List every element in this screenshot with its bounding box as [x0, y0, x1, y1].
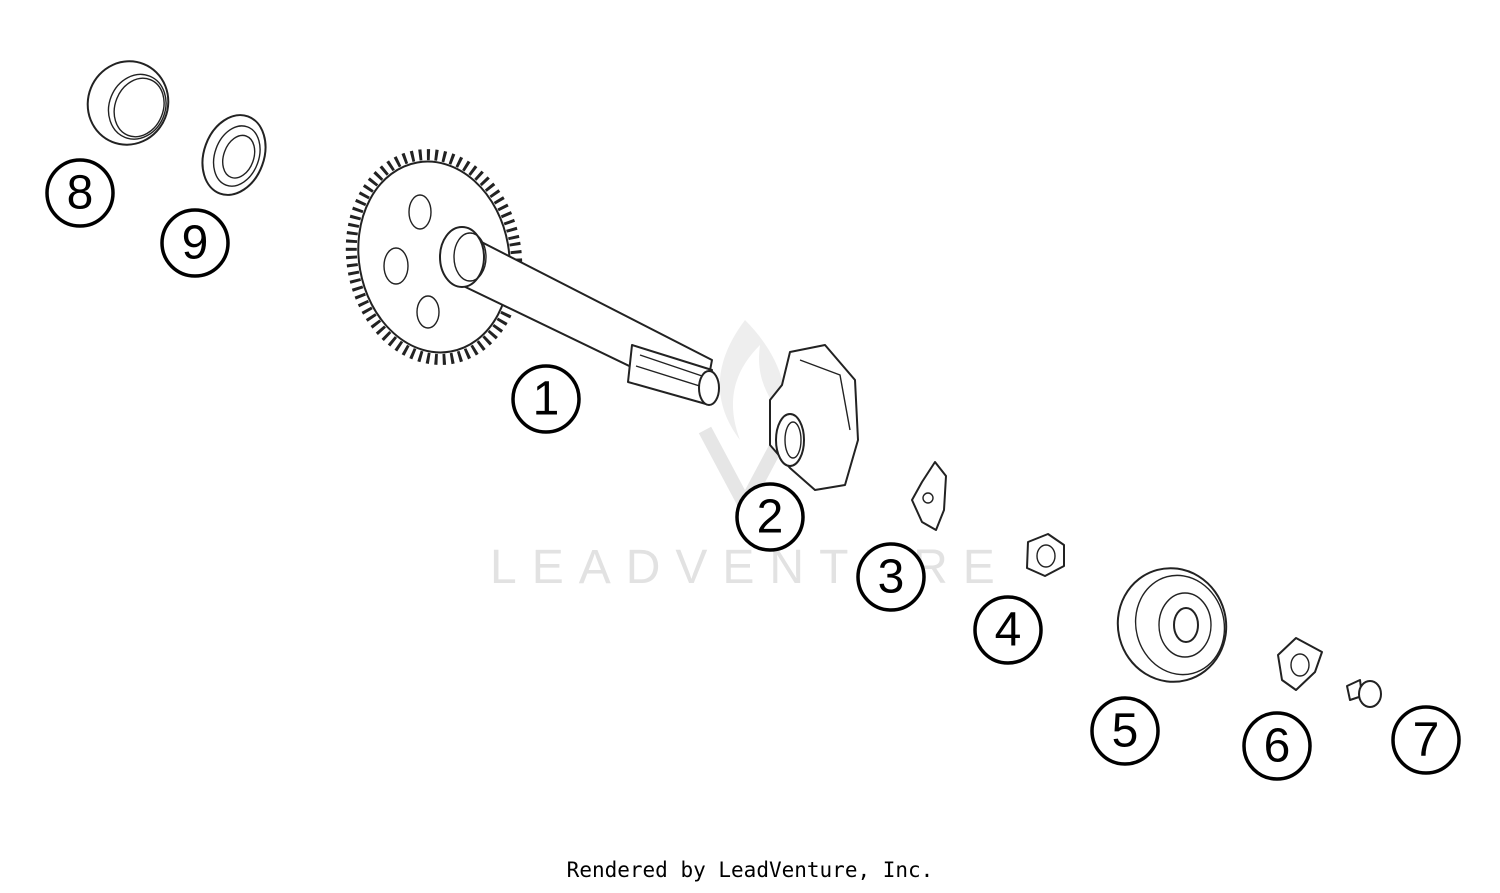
callout-6-label: 6: [1264, 720, 1291, 773]
callout-9: 9: [160, 208, 230, 278]
leadventure-watermark: LEADVENTURE: [490, 320, 1010, 594]
callout-2: 2: [735, 482, 805, 552]
callout-5: 5: [1090, 696, 1160, 766]
callout-1: 1: [511, 364, 581, 434]
part-2-ratchet: [769, 344, 859, 491]
callout-4-label: 4: [995, 604, 1022, 657]
callout-8-label: 8: [67, 167, 94, 220]
part-3-spring-clip: [911, 461, 947, 531]
callout-3: 3: [856, 542, 926, 612]
part-5-ball-bearing: [1116, 567, 1228, 683]
callout-5-label: 5: [1112, 705, 1139, 758]
watermark-text: LEADVENTURE: [490, 541, 1010, 594]
part-4-nut: [1026, 533, 1065, 577]
part-6-lock-plate: [1277, 637, 1323, 691]
callout-9-label: 9: [182, 217, 209, 270]
footer-credit: Rendered by LeadVenture, Inc.: [566, 858, 934, 882]
part-1-gear-shaft: [345, 149, 720, 406]
part-7-screw: [1346, 679, 1382, 708]
callout-7: 7: [1391, 705, 1461, 775]
callout-4: 4: [973, 595, 1043, 665]
part-9-shaft-seal: [201, 114, 267, 196]
callout-1-label: 1: [533, 373, 560, 426]
part-8-bearing-ring: [86, 60, 170, 146]
callout-6: 6: [1242, 711, 1312, 781]
callout-7-label: 7: [1413, 714, 1440, 767]
callout-3-label: 3: [878, 551, 905, 604]
callout-2-label: 2: [757, 491, 784, 544]
callout-8: 8: [45, 158, 115, 228]
